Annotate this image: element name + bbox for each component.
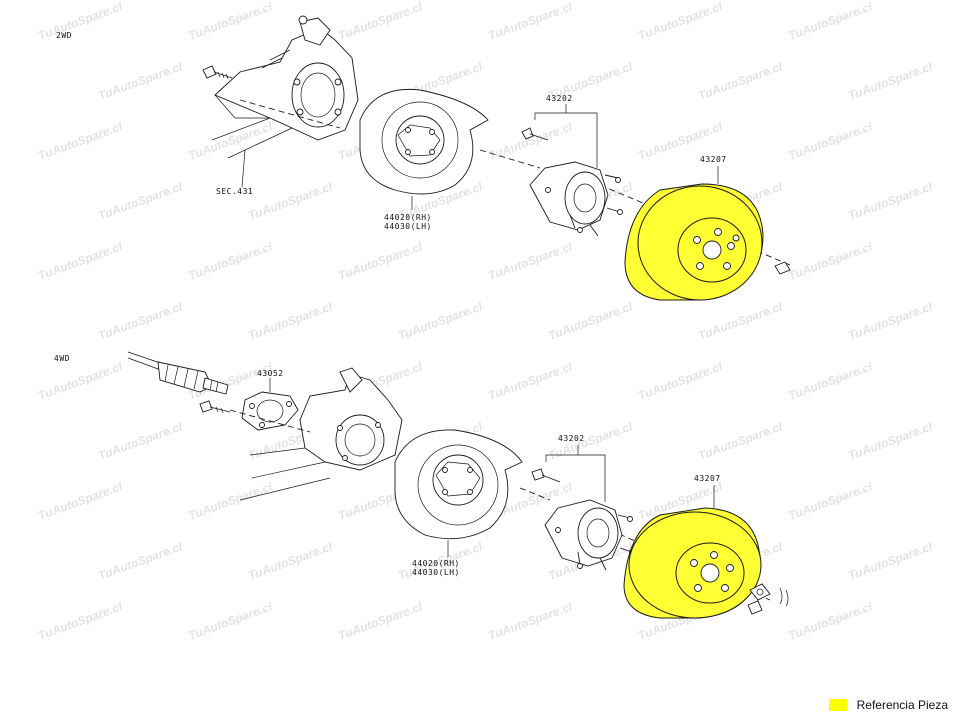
watermark-text: TuAutoSpare.cl [36, 0, 125, 43]
legend-label: Referencia Pieza [856, 698, 948, 712]
watermark-text: TuAutoSpare.cl [396, 299, 485, 343]
watermark-text: TuAutoSpare.cl [696, 59, 785, 103]
watermark-text: TuAutoSpare.cl [846, 179, 935, 223]
watermark-text: TuAutoSpare.cl [486, 0, 575, 43]
legend-swatch [828, 699, 847, 711]
watermark-text: TuAutoSpare.cl [786, 0, 875, 43]
drive-shaft-4wd [127, 351, 229, 395]
watermark-text: TuAutoSpare.cl [186, 0, 275, 43]
watermark-text: TuAutoSpare.cl [786, 599, 875, 643]
watermark-text: TuAutoSpare.cl [36, 239, 125, 283]
watermark-text: TuAutoSpare.cl [846, 539, 935, 583]
brake-disc-2wd[interactable] [624, 183, 764, 301]
watermark-text: TuAutoSpare.cl [336, 0, 425, 43]
watermark-text: TuAutoSpare.cl [186, 599, 275, 643]
hub-assembly-4wd [531, 468, 635, 571]
watermark-text: TuAutoSpare.cl [846, 59, 935, 103]
section-2wd-title: 2WD [56, 31, 72, 40]
watermark-text: TuAutoSpare.cl [186, 479, 275, 523]
watermark-text: TuAutoSpare.cl [96, 179, 185, 223]
watermark-text: TuAutoSpare.cl [246, 299, 335, 343]
watermark-text: TuAutoSpare.cl [96, 539, 185, 583]
section-4wd-title: 4WD [54, 354, 70, 363]
legend: Referencia Pieza [828, 698, 948, 712]
hub-assembly-4wd-label: 43202 [558, 434, 585, 443]
watermark-text: TuAutoSpare.cl [186, 239, 275, 283]
bolt-4wd-knuckle [199, 400, 231, 414]
bolt-2wd-knuckle [202, 65, 233, 80]
watermark-text: TuAutoSpare.cl [486, 359, 575, 403]
watermark-text: TuAutoSpare.cl [786, 479, 875, 523]
watermark-text: TuAutoSpare.cl [786, 239, 875, 283]
sec-ref-2wd: SEC.431 [216, 187, 253, 196]
watermark-text: TuAutoSpare.cl [36, 359, 125, 403]
backing-plate-4wd-lh: 44030(LH) [412, 568, 460, 577]
watermark-text: TuAutoSpare.cl [696, 299, 785, 343]
watermark-text: TuAutoSpare.cl [246, 179, 335, 223]
watermark-text: TuAutoSpare.cl [336, 599, 425, 643]
backing-plate-2wd-lh: 44030(LH) [384, 222, 432, 231]
watermark-text: TuAutoSpare.cl [96, 419, 185, 463]
watermark-text: TuAutoSpare.cl [786, 119, 875, 163]
watermark-text: TuAutoSpare.cl [636, 0, 725, 43]
watermark-text: TuAutoSpare.cl [186, 119, 275, 163]
watermark-text: TuAutoSpare.cl [846, 419, 935, 463]
watermark-text: TuAutoSpare.cl [246, 539, 335, 583]
watermark-text: TuAutoSpare.cl [486, 599, 575, 643]
watermark-text: TuAutoSpare.cl [336, 239, 425, 283]
watermark-text: TuAutoSpare.cl [786, 359, 875, 403]
hub-assembly-2wd [521, 127, 623, 237]
watermark-text: TuAutoSpare.cl [486, 239, 575, 283]
watermark-text: TuAutoSpare.cl [96, 299, 185, 343]
watermark-text: TuAutoSpare.cl [96, 59, 185, 103]
seal-plate-4wd-label: 43052 [257, 369, 284, 378]
watermark-text: TuAutoSpare.cl [636, 359, 725, 403]
watermark-text: TuAutoSpare.cl [546, 299, 635, 343]
watermark-text: TuAutoSpare.cl [36, 599, 125, 643]
backing-plate-2wd [359, 88, 489, 195]
watermark-text: TuAutoSpare.cl [696, 419, 785, 463]
knuckle-4wd [239, 367, 403, 501]
brake-disc-4wd-label: 43207 [694, 474, 721, 483]
hub-assembly-2wd-label: 43202 [546, 94, 573, 103]
backing-plate-4wd-rh: 44020(RH) [412, 559, 460, 568]
section-4wd: 4WD 43052 [54, 351, 789, 619]
backing-plate-2wd-rh: 44020(RH) [384, 213, 432, 222]
backing-plate-4wd [394, 429, 523, 540]
watermark-text: TuAutoSpare.cl [36, 479, 125, 523]
section-2wd: 2WD SEC.431 [56, 15, 791, 301]
seal-plate-4wd [241, 391, 299, 431]
brake-disc-2wd-label: 43207 [700, 155, 727, 164]
knuckle-2wd [211, 15, 359, 159]
watermark-text: TuAutoSpare.cl [36, 119, 125, 163]
watermark-text: TuAutoSpare.cl [846, 299, 935, 343]
hub-nut-4wd [747, 583, 789, 615]
brake-disc-4wd[interactable] [623, 507, 762, 619]
